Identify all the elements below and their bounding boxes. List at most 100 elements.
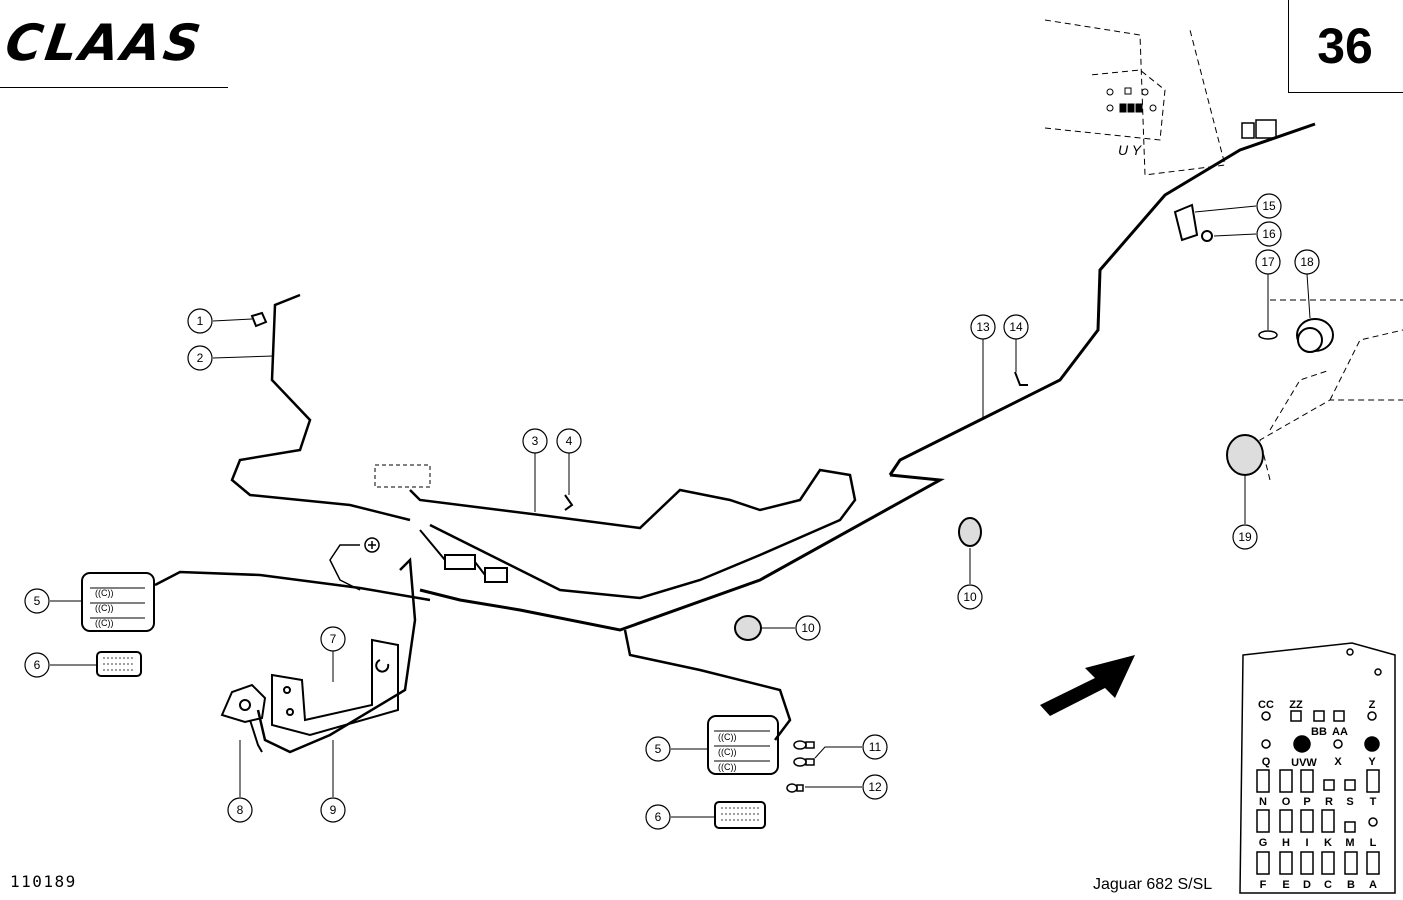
svg-text:6: 6 (34, 658, 41, 672)
model-label: Jaguar 682 S/SL (1093, 876, 1213, 893)
plus-terminal (364, 537, 380, 553)
svg-text:((C)): ((C)) (95, 618, 114, 628)
callout-12: 12 (862, 774, 888, 800)
svg-text:G: G (1259, 837, 1268, 849)
plate-lamp (220, 683, 267, 753)
svg-text:14: 14 (1009, 320, 1023, 334)
drawing-number: 110189 (10, 872, 77, 891)
cab-indicators (1106, 87, 1157, 113)
svg-text:T: T (1370, 796, 1377, 808)
svg-text:C: C (1324, 879, 1332, 891)
ground-wire (329, 544, 361, 591)
svg-text:6: 6 (655, 810, 662, 824)
left-reflector (96, 651, 142, 677)
svg-text:K: K (1324, 837, 1332, 849)
svg-text:17: 17 (1261, 255, 1275, 269)
callout-5-left: 5 (24, 588, 50, 614)
svg-text:11: 11 (869, 740, 882, 754)
direction-arrow (1040, 655, 1135, 716)
right-rear-lamp: ((C)) ((C)) ((C)) (707, 715, 779, 775)
callout-19: 19 (1232, 524, 1258, 550)
svg-text:B: B (1347, 879, 1355, 891)
callout-15: 15 (1256, 193, 1282, 219)
callout-6-right: 6 (645, 804, 671, 830)
callout-18: 18 (1294, 249, 1320, 275)
svg-text:N: N (1259, 796, 1267, 808)
svg-text:8: 8 (237, 803, 244, 817)
connector-center-2 (484, 567, 508, 583)
page-number: 36 (1317, 18, 1373, 74)
svg-text:UVW: UVW (1291, 757, 1317, 769)
svg-text:H: H (1282, 837, 1290, 849)
svg-text:((C)): ((C)) (95, 588, 114, 598)
svg-text:1: 1 (197, 314, 204, 328)
callout-14: 14 (1003, 314, 1029, 340)
svg-text:BB: BB (1311, 726, 1327, 738)
svg-text:X: X (1334, 756, 1342, 768)
svg-text:CC: CC (1258, 699, 1274, 711)
harness-right-lamp (623, 629, 792, 741)
fuse-box-diagram: CC ZZ Z BB AA Q UVW X Y N O P R S T G H … (1239, 642, 1396, 894)
callout-6-left: 6 (24, 652, 50, 678)
callout-10-b: 10 (795, 615, 821, 641)
clip-14 (1014, 371, 1028, 386)
harness-2 (230, 293, 411, 522)
svg-text:16: 16 (1262, 227, 1276, 241)
ring-17 (1258, 330, 1278, 340)
callout-9: 9 (320, 797, 346, 823)
svg-text:Q: Q (1262, 756, 1271, 768)
callout-2: 2 (187, 345, 213, 371)
header-rule (0, 87, 228, 88)
connector-lead (419, 529, 486, 576)
bracket (271, 638, 399, 737)
callout-10-a: 10 (957, 584, 983, 610)
fuse-box-outline (1239, 642, 1396, 894)
svg-text:((C)): ((C)) (718, 762, 737, 772)
svg-text:E: E (1282, 879, 1289, 891)
svg-text:9: 9 (330, 803, 337, 817)
svg-text:((C)): ((C)) (718, 747, 737, 757)
callout-7: 7 (320, 626, 346, 652)
nut-16 (1201, 230, 1213, 242)
reflector-10-a (958, 517, 982, 547)
svg-text:Y: Y (1368, 756, 1376, 768)
svg-text:15: 15 (1262, 199, 1276, 213)
cab-outline (1044, 19, 1403, 481)
svg-text:7: 7 (330, 632, 337, 646)
bracket-15 (1173, 203, 1199, 242)
left-rear-lamp: ((C)) ((C)) ((C)) (81, 572, 155, 632)
svg-text:3: 3 (532, 434, 539, 448)
svg-text:18: 18 (1300, 255, 1314, 269)
callout-3: 3 (522, 428, 548, 454)
reflector-10-b (734, 615, 762, 641)
page-number-box (1288, 0, 1403, 93)
svg-text:AA: AA (1332, 726, 1348, 738)
svg-text:5: 5 (655, 742, 662, 756)
callouts: 1 2 3 4 5 5 6 6 7 8 9 10 10 11 12 13 14 … (24, 193, 1320, 830)
svg-text:ZZ: ZZ (1289, 699, 1303, 711)
callout-5-right: 5 (645, 736, 671, 762)
callout-13: 13 (970, 314, 996, 340)
bulbs (786, 740, 815, 793)
reflector-19 (1226, 434, 1264, 476)
svg-text:S: S (1346, 796, 1353, 808)
svg-text:I: I (1305, 837, 1308, 849)
svg-text:P: P (1303, 796, 1310, 808)
svg-text:10: 10 (801, 621, 815, 635)
leader-lines (50, 205, 1311, 818)
panel-label: U Y (1118, 142, 1143, 158)
svg-text:Z: Z (1369, 699, 1376, 711)
svg-text:F: F (1260, 879, 1267, 891)
callout-17: 17 (1255, 249, 1281, 275)
right-reflector (714, 801, 766, 829)
svg-text:5: 5 (34, 594, 41, 608)
connector-center (444, 554, 476, 570)
harness-3 (409, 468, 857, 600)
svg-text:4: 4 (566, 434, 573, 448)
callout-16: 16 (1256, 221, 1282, 247)
clip-4 (564, 494, 574, 511)
cab-connector (1241, 119, 1277, 139)
svg-text:10: 10 (963, 590, 977, 604)
svg-text:((C)): ((C)) (95, 603, 114, 613)
